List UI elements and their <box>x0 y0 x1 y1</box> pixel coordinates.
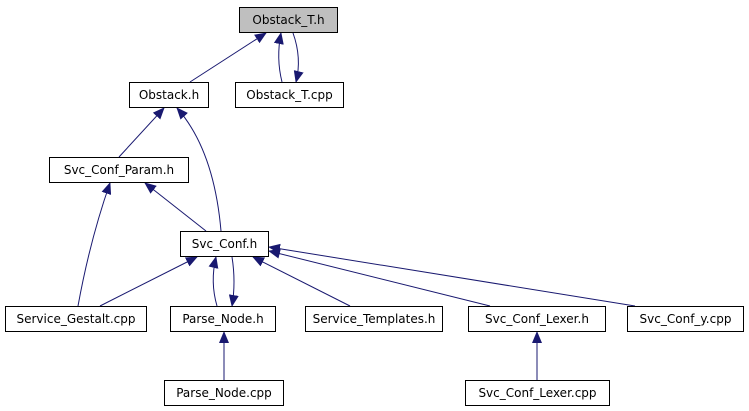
node-obstack-t-cpp[interactable]: Obstack_T.cpp <box>235 82 344 108</box>
node-label: Service_Gestalt.cpp <box>16 312 136 326</box>
node-label: Svc_Conf_Lexer.cpp <box>478 386 597 400</box>
node-label: Obstack.h <box>138 88 200 102</box>
edge-service-gestalt-cpp-to-svc-conf-h <box>99 256 198 307</box>
edge-obstack-t-cpp-to-obstack-t-h <box>273 32 284 83</box>
node-label: Svc_Conf_Lexer.h <box>485 312 589 326</box>
node-label: Service_Templates.h <box>312 312 436 326</box>
edge-svc-conf-lexer-h-to-svc-conf-h <box>268 248 491 307</box>
edge-service-templates-h-to-svc-conf-h <box>252 256 351 307</box>
node-svc-conf-param-h[interactable]: Svc_Conf_Param.h <box>49 157 189 183</box>
edge-parse-node-h-to-svc-conf-h <box>208 256 219 307</box>
node-svc-conf-lexer-cpp[interactable]: Svc_Conf_Lexer.cpp <box>465 380 610 406</box>
edge-obstack-t-h-to-obstack-t-cpp <box>292 32 304 83</box>
node-label: Svc_Conf_Param.h <box>63 163 175 177</box>
node-label: Parse_Node.cpp <box>176 386 272 400</box>
node-label: Obstack_T.cpp <box>246 88 333 102</box>
node-svc-conf-lexer-h[interactable]: Svc_Conf_Lexer.h <box>468 306 606 332</box>
node-service-templates-h[interactable]: Service_Templates.h <box>305 306 443 332</box>
edge-svc-conf-param-h-to-obstack-h <box>118 107 165 158</box>
node-label: Svc_Conf_y.cpp <box>639 312 732 326</box>
node-svc-conf-h[interactable]: Svc_Conf.h <box>180 231 269 257</box>
node-label: Svc_Conf.h <box>191 237 258 251</box>
node-obstack-t-h: Obstack_T.h <box>239 7 338 33</box>
edge-svc-conf-h-to-obstack-h <box>176 107 222 232</box>
node-obstack-h[interactable]: Obstack.h <box>129 82 209 108</box>
edge-svc-conf-y-cpp-to-svc-conf-h <box>268 243 636 307</box>
node-parse-node-cpp[interactable]: Parse_Node.cpp <box>164 380 284 406</box>
edge-svc-conf-h-to-svc-conf-param-h <box>144 182 207 232</box>
edge-svc-conf-h-to-parse-node-h <box>228 256 239 307</box>
node-service-gestalt-cpp[interactable]: Service_Gestalt.cpp <box>5 306 147 332</box>
node-label: Parse_Node.h <box>182 312 264 326</box>
node-parse-node-h[interactable]: Parse_Node.h <box>170 306 276 332</box>
edge-service-gestalt-cpp-to-svc-conf-param-h <box>77 182 112 307</box>
node-label: Obstack_T.h <box>252 13 325 27</box>
edge-obstack-h-to-obstack-t-h <box>189 32 267 83</box>
node-svc-conf-y-cpp[interactable]: Svc_Conf_y.cpp <box>627 306 744 332</box>
